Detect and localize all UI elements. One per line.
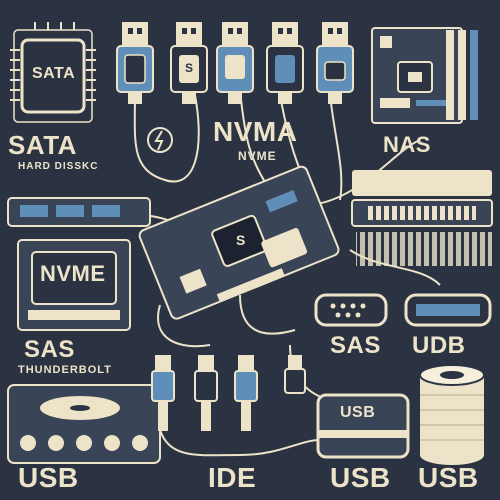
usb-left-label: USB (18, 462, 79, 493)
usb-plug-bottom-4 (284, 355, 306, 394)
usb-plug-bottom-2 (194, 355, 218, 431)
chip-mark: S (236, 232, 246, 248)
spool-icon (419, 364, 485, 465)
sata-chip-label: SATA (32, 65, 76, 82)
usb-plug-4 (266, 22, 304, 104)
usb-plug-1 (116, 22, 154, 104)
usb-mid-label: USB (330, 462, 391, 493)
usb-right-label: USB (418, 462, 479, 493)
ide-label: IDE (208, 462, 257, 493)
nas-label: NAS (383, 132, 431, 157)
motherboard-icon (371, 27, 463, 124)
nvme-drive-label: NVME (40, 261, 106, 286)
hard-disk-label: HARD DISSKC (18, 161, 99, 172)
usb-plug-bottom-3 (234, 355, 258, 431)
usb-plug-5 (316, 22, 354, 104)
nvma-label: NVMA (213, 116, 298, 147)
udb-label: UDB (412, 332, 466, 359)
usb-drive-label: USB (340, 404, 376, 421)
external-drive-icon (316, 393, 410, 459)
server-rack-icon (351, 170, 493, 266)
sas-left-label: SAS (24, 336, 75, 363)
sata-label: SATA (8, 130, 77, 160)
hdd-tray (7, 197, 151, 227)
turntable-icon (7, 384, 161, 464)
sas-right-label: SAS (330, 332, 381, 359)
power-icon (147, 127, 173, 153)
usb-plug-3 (216, 22, 254, 104)
thunderbolt-label: THUNDERBOLT (18, 364, 112, 376)
ram-icon (446, 30, 478, 120)
usb-plug-2 (170, 22, 208, 104)
serial-port-icon (314, 293, 492, 327)
main-circuit-board (138, 165, 340, 320)
usb-plug-bottom-1 (151, 355, 175, 431)
sata-chip (10, 22, 96, 123)
plug-mark: S (185, 61, 194, 75)
nvme-card-icon (17, 239, 131, 331)
nvme-sublabel: NVME (238, 149, 277, 163)
